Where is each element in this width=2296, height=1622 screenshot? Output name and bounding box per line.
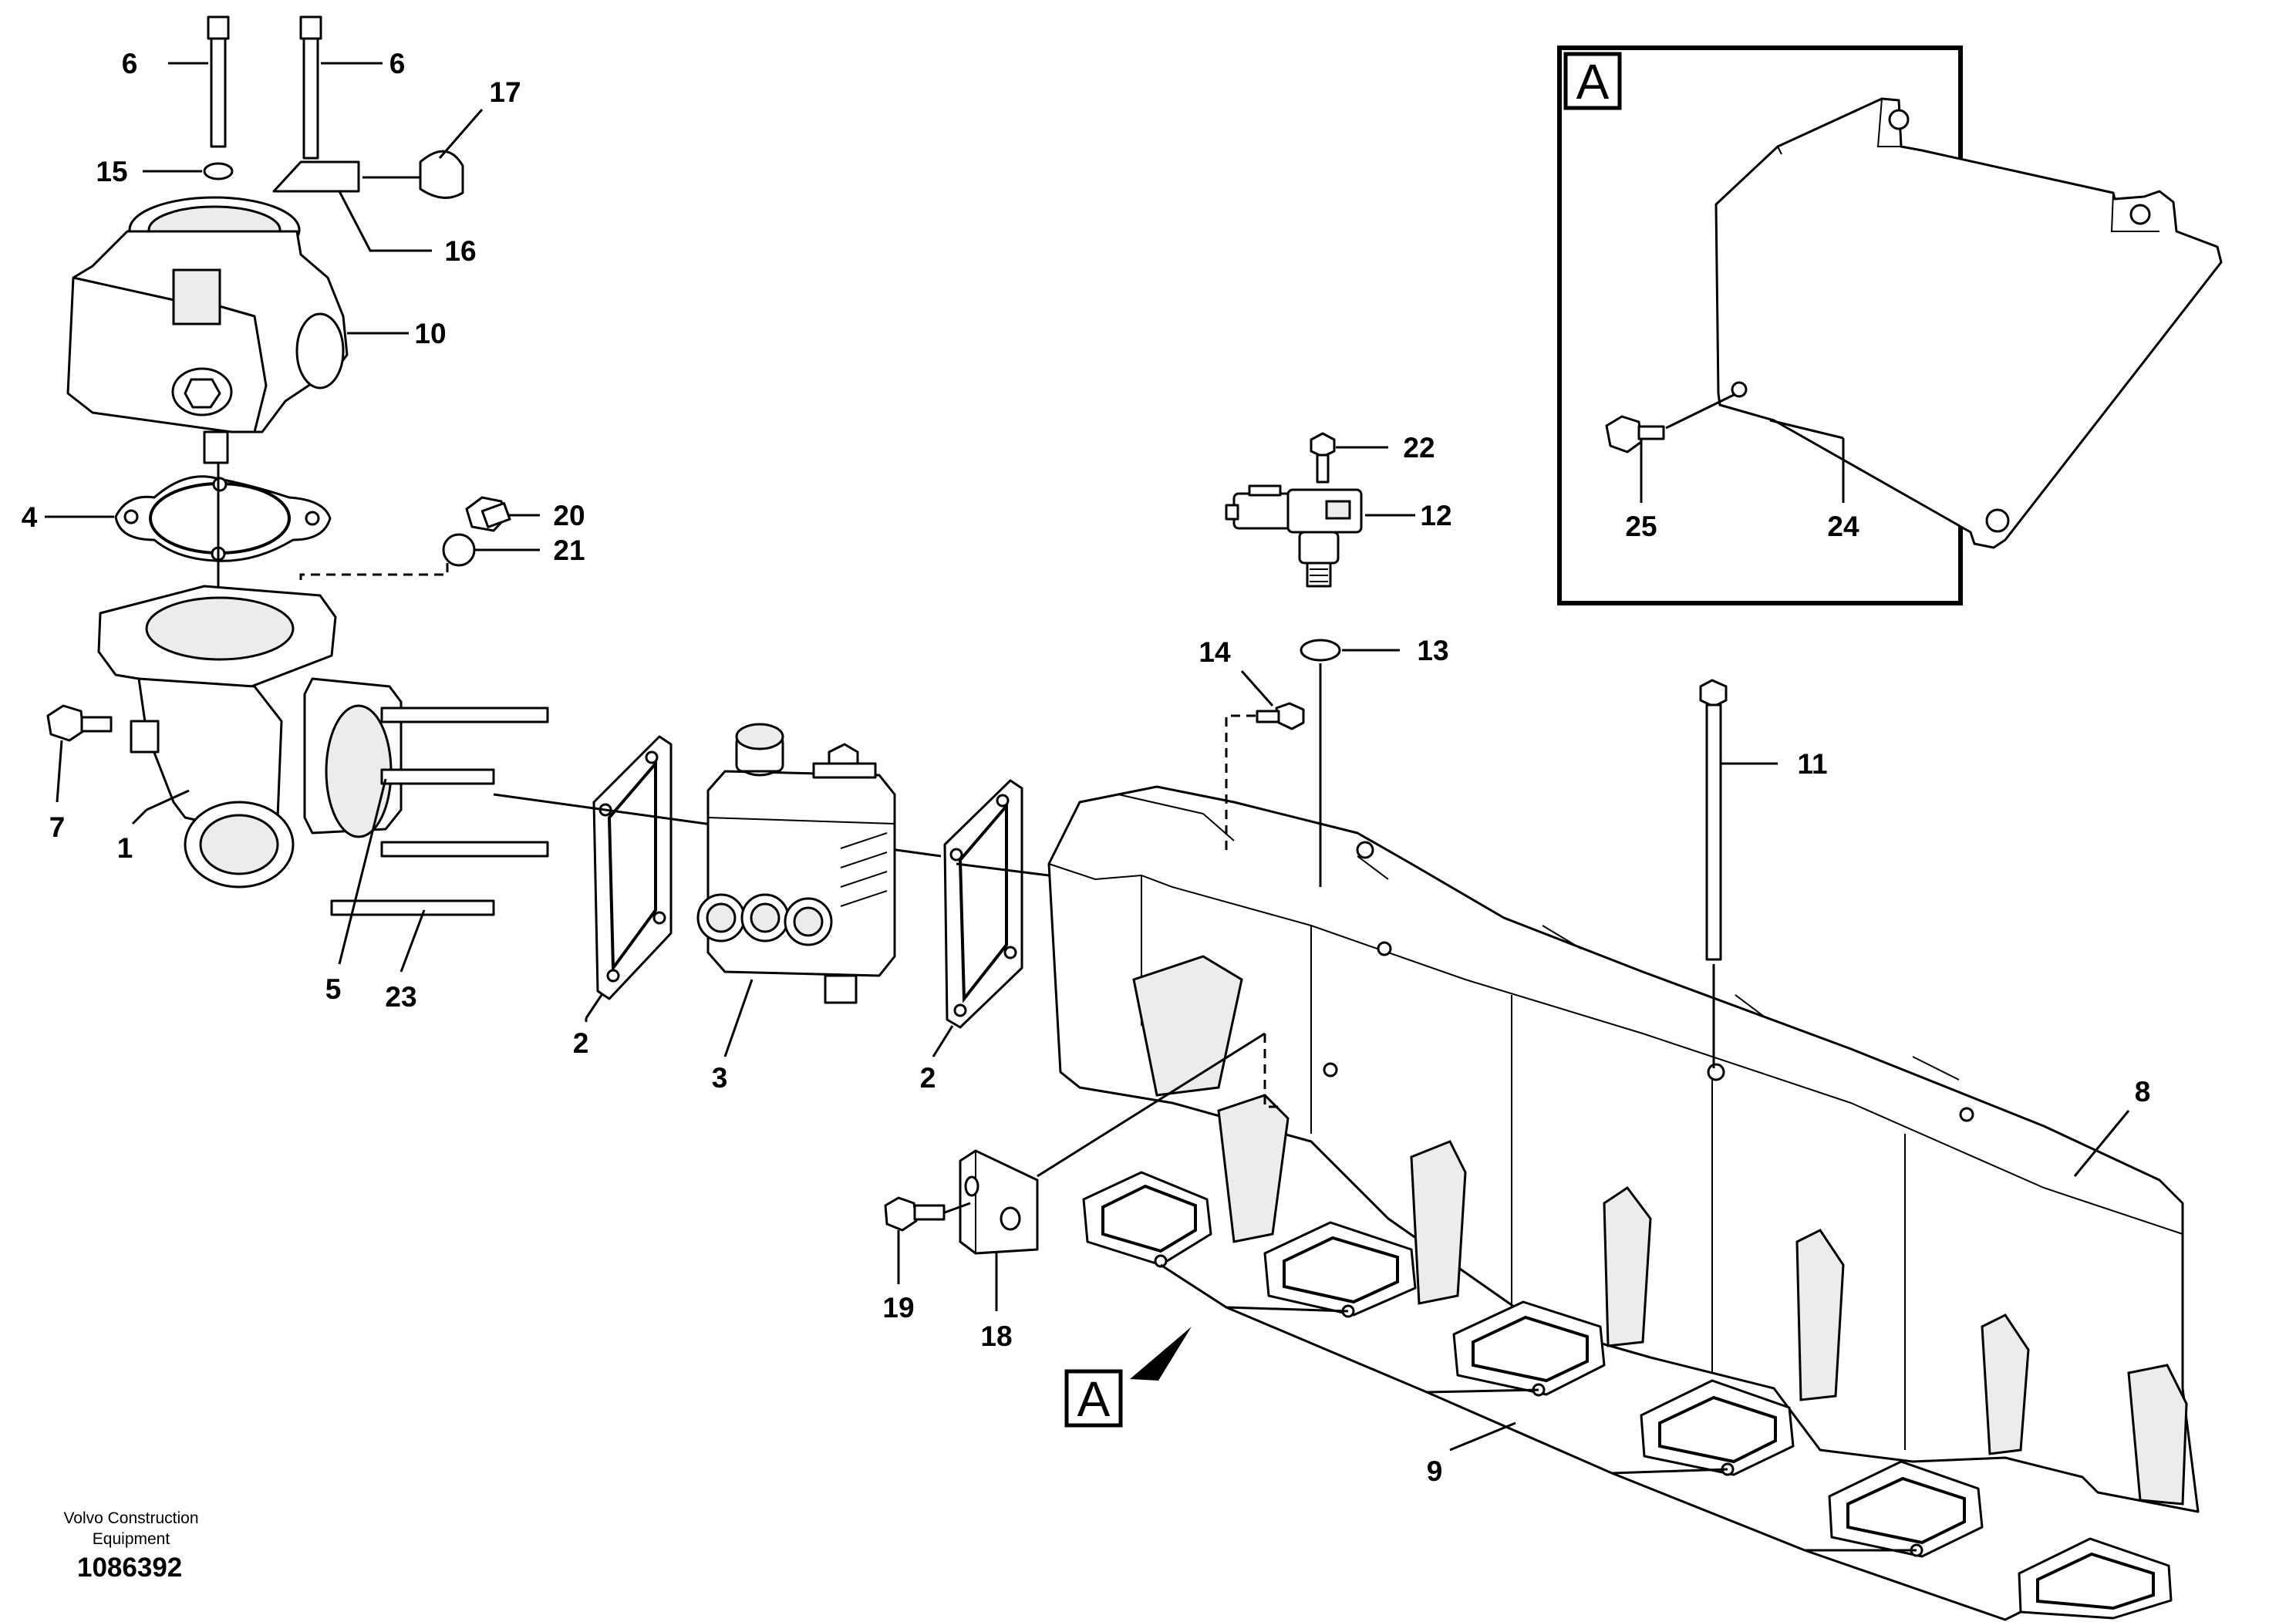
throttle-valve-10: [66, 196, 349, 464]
callout-15: 15: [96, 156, 127, 187]
callout-5: 5: [325, 973, 342, 1005]
bolt-6-left: [207, 15, 230, 148]
gasket-4: [114, 475, 332, 562]
callout-12: 12: [1420, 500, 1451, 531]
detail-view-label: A: [1576, 54, 1610, 110]
gasket-9-6: [2018, 1537, 2173, 1620]
brand-caption: Volvo Construction Equipment: [63, 1509, 199, 1548]
gasket-9-2: [1263, 1221, 1417, 1318]
gasket-2-left: [592, 735, 673, 1000]
callout-7: 7: [49, 811, 66, 843]
intake-manifold-8: [1047, 785, 2200, 1513]
pressure-sensor-12: [1225, 484, 1363, 588]
callout-17: 17: [489, 76, 521, 108]
bracket-18: [959, 1149, 1039, 1255]
callout-4: 4: [22, 501, 38, 533]
callout-11: 11: [1797, 748, 1827, 780]
callout-8: 8: [2135, 1076, 2151, 1108]
callout-6-right: 6: [389, 48, 406, 79]
o-ring-21: [442, 533, 476, 567]
callout-19: 19: [882, 1292, 914, 1324]
long-bolt-11: [1699, 679, 1728, 961]
gasket-9-3: [1452, 1300, 1606, 1397]
heat-shield-plate: [1714, 97, 2223, 549]
bracket-16: [272, 160, 360, 193]
nut-7: [46, 704, 113, 742]
view-marker-label: A: [1077, 1371, 1111, 1427]
manifold-gaskets-9: [1082, 1171, 2173, 1621]
callout-20: 20: [553, 500, 585, 531]
egr-valve-3: [696, 723, 896, 1004]
gasket-9-1: [1082, 1171, 1212, 1268]
bolt-6-right: [299, 15, 322, 160]
detail-view-label-box: [1563, 52, 1622, 110]
callout-3: 3: [712, 1062, 728, 1094]
throttle-unit-group: 6 6 15 17 16 10: [22, 15, 585, 586]
callout-2-right: 2: [920, 1062, 936, 1094]
detail-view-a: A 25 24: [1557, 46, 2223, 605]
gasket-9-5: [1828, 1460, 1984, 1558]
callout-1: 1: [117, 832, 133, 864]
view-marker-a: A: [1064, 1327, 1192, 1428]
inlet-elbow-1: [97, 585, 549, 916]
callout-2-left: 2: [573, 1027, 589, 1059]
o-ring-13: [1300, 639, 1341, 662]
drawing-number: 1086392: [77, 1553, 183, 1583]
gasket-2-right: [943, 779, 1023, 1029]
callout-21: 21: [553, 534, 585, 566]
callout-16: 16: [444, 235, 476, 267]
callout-24: 24: [1827, 511, 1859, 542]
callout-6-left: 6: [122, 48, 138, 79]
callout-13: 13: [1417, 635, 1448, 666]
flange-bolt-25: [1605, 415, 1665, 454]
bolt-19: [884, 1196, 946, 1232]
bolt-22: [1310, 432, 1336, 484]
bolt-14: [1256, 702, 1305, 730]
callout-14: 14: [1199, 636, 1231, 668]
sensor-plug-20: [465, 496, 511, 532]
clip-17: [419, 150, 464, 199]
washer-15: [203, 162, 234, 180]
callout-25: 25: [1625, 511, 1657, 542]
callout-9: 9: [1427, 1455, 1443, 1487]
callout-22: 22: [1403, 432, 1435, 464]
callout-23: 23: [385, 981, 416, 1013]
gasket-9-4: [1640, 1379, 1795, 1476]
callout-10: 10: [414, 318, 446, 349]
callout-18: 18: [980, 1320, 1012, 1352]
